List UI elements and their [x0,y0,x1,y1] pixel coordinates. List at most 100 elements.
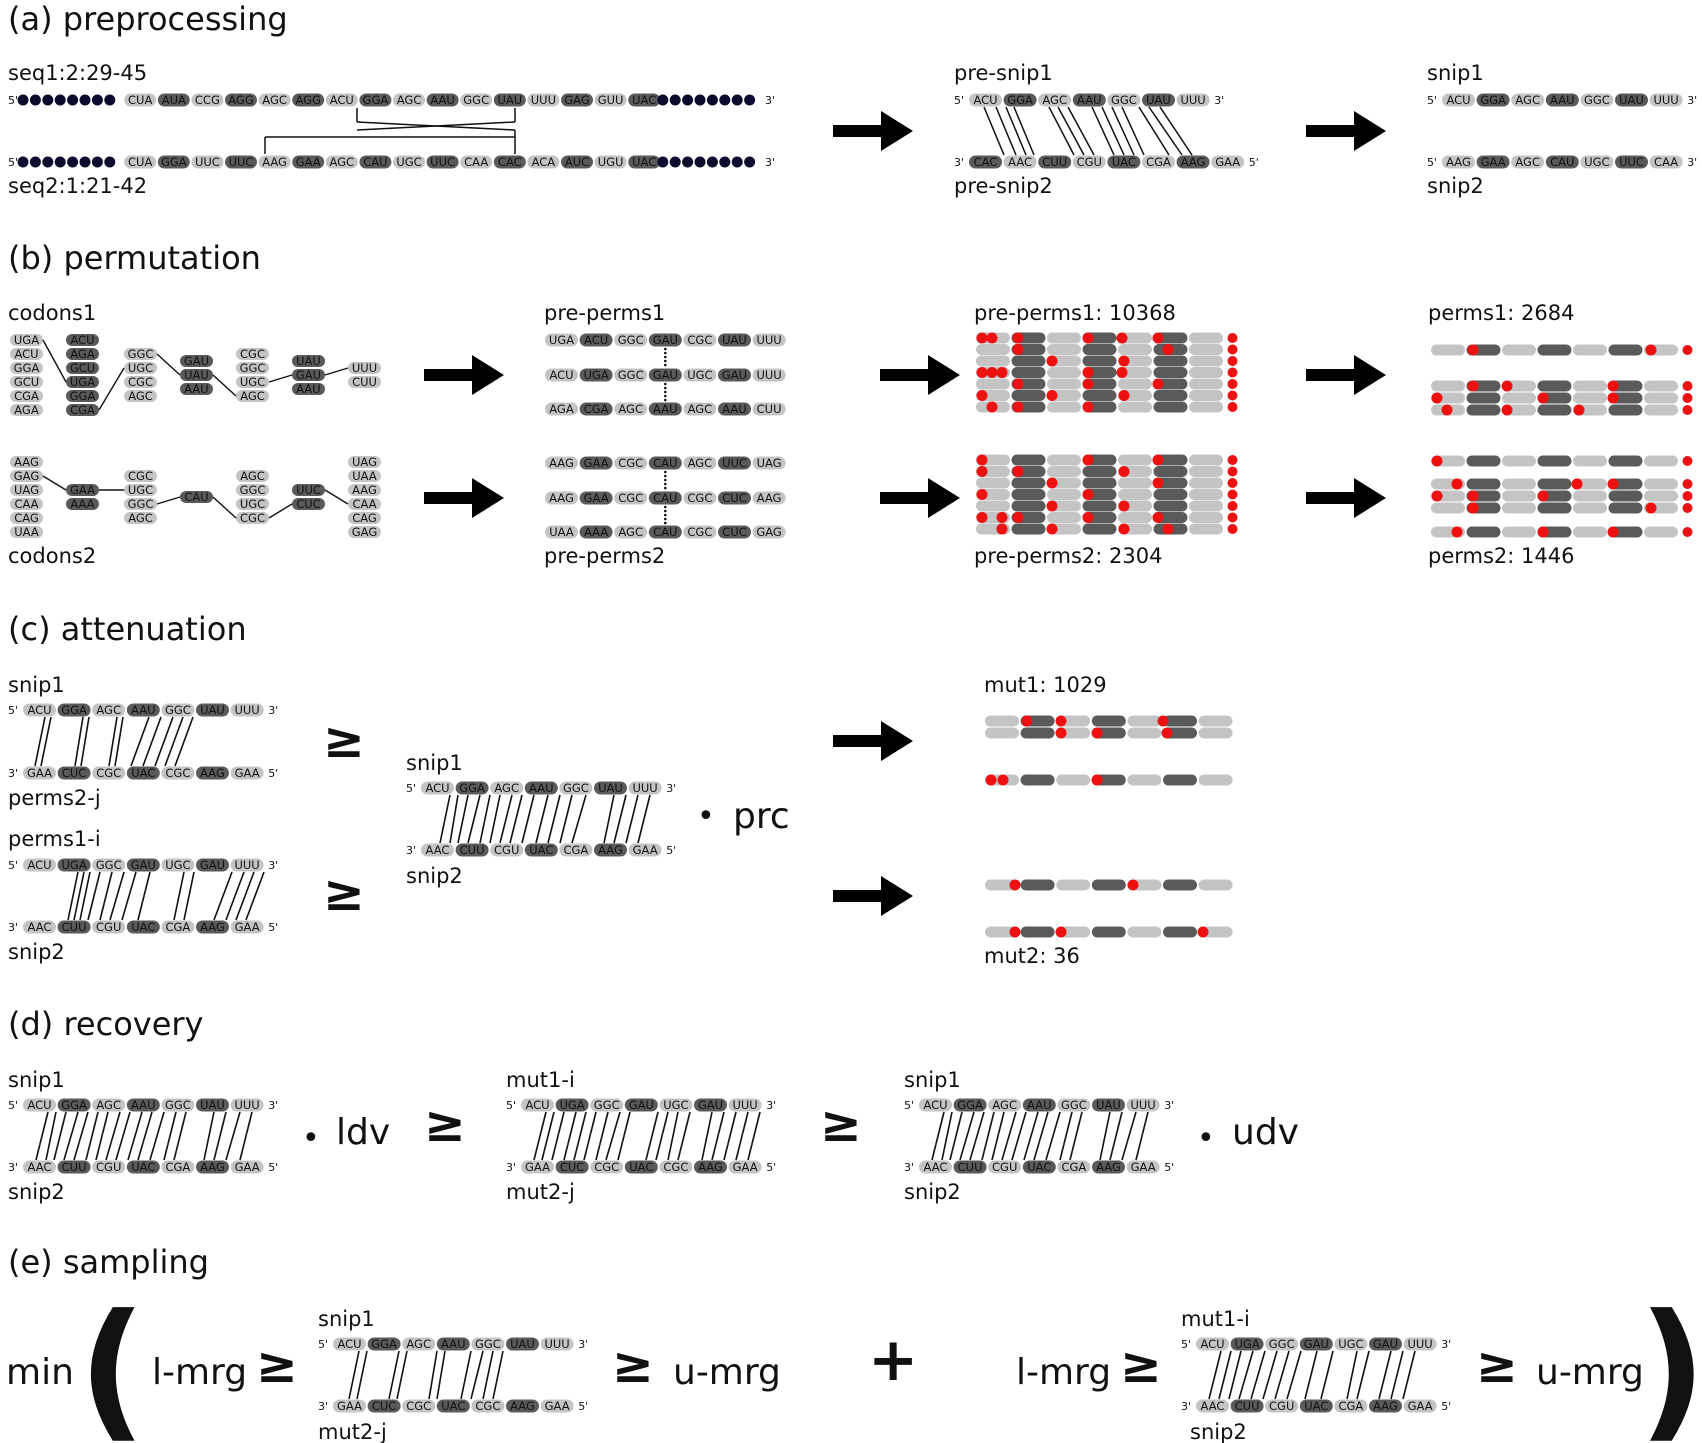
rec-mid-duplex-pair-line [701,1111,713,1161]
rec-right-duplex-bottom-codon-pill [988,1160,1022,1174]
att-ref-duplex-pair-line [559,794,573,844]
mut2-row-segment [1020,879,1055,891]
codons1-label: codons1 [8,301,97,325]
samp-right-duplex-top-codon-pill [1265,1337,1299,1351]
perms2-block-segment [1502,478,1536,490]
samp-right-duplex-top-codon-text: UGC [1338,1337,1363,1351]
perms1-block-count-dot [1682,345,1693,355]
att-ref-duplex-bottom-codon-pill [524,843,558,857]
pre-perms1-block-count-dot [1227,356,1238,366]
arrow-pre-2 [1306,111,1386,151]
att-perms1-i-label: perms1-i [8,827,101,851]
samp-right-duplex-top-codon-pill [1334,1337,1368,1351]
att-perms1-snip2-bottom-codon-text: AAC [28,920,52,934]
rec-right-duplex-top-end-label: 3' [1164,1099,1174,1112]
perms2-block-segment [1573,455,1607,467]
arrow-perm-4 [880,478,960,518]
att-ref-duplex-top-codon-pill [594,781,627,795]
section-title-permutation: (b) permutation [8,239,261,277]
pre-perms1-block-segment [1047,367,1081,378]
pre-perms1-block-segment [1118,401,1152,413]
att-snip1-perms2-bottom-codon-pill [161,766,195,780]
mut1-row-mutation-dot [1091,727,1103,739]
rec-left-duplex-pair-line [137,1111,153,1161]
pre-perms1-block-segment [976,355,1010,367]
pre-perms1-codon-text: AGA [549,402,574,416]
pre-perms1-codon-text: UGA [583,368,608,382]
codons2-col-text: AGC [128,511,153,525]
pre-snip-pair-line [1048,106,1075,156]
att-perms1-snip2-bottom-codon-pill [161,920,195,934]
codons2-col-pill [236,484,269,496]
rec-mid-duplex-bottom-end-label: 3' [506,1161,516,1174]
rec-left-duplex-pair-line [163,1111,177,1161]
rec-right-duplex-pair-line [1109,1111,1123,1161]
samp-left-duplex-pair-line [482,1350,494,1400]
pre-perms2-block-segment [1189,500,1223,512]
snip1-codon-pill [1511,93,1545,107]
samp-left-duplex-pair-line [348,1350,360,1400]
rec-snip2b-label: snip2 [904,1180,961,1204]
samp-right-duplex-top-codon-text: GGC [1269,1337,1295,1351]
arrow-perm-5 [1306,355,1386,395]
perms1-block-mutation-dot [1501,380,1513,392]
pre-perms1-codon-pill [648,402,682,416]
att-snip1-perms2-pair-line [80,716,90,767]
rec-right-duplex-bottom-codon-text: CUU [958,1160,983,1174]
codons2-col-pill [236,512,269,524]
att-snip1-perms2-bottom-end-label: 3' [8,767,18,780]
att-ref-duplex-pair-line [439,794,451,844]
seq1-codon-pill [561,93,593,107]
rec-mid-duplex-bottom-codon-pill [521,1160,554,1174]
rec-right-duplex-top-codon-text: GGA [957,1098,983,1112]
codons1-col-pill [124,376,157,388]
att-snip1-perms2-bottom-codon-pill [126,766,160,780]
att-perms1-snip2-pair-line [79,871,91,921]
pre-perms1-block-segment [1153,401,1188,413]
att-snip1-perms2-pair-line [154,716,174,767]
rec-right-duplex-bottom-codon-text: AAG [1096,1160,1121,1174]
rec-mid-duplex-bottom-codon-text: UAC [629,1160,653,1174]
pre-perms1-block-segment [1189,401,1223,413]
rec-left-duplex-bottom-codon-pill [92,1160,126,1174]
pre-perms1-block-segment [1153,390,1188,401]
pre-perms1-codon-text: GAU [653,368,678,382]
pre-perms2-codon-text: AAG [549,491,574,505]
samp-right-duplex-top-codon-text: GAU [1304,1337,1329,1351]
samp-right-duplex-bottom-codon-pill [1196,1399,1229,1413]
att-ref-duplex-pair-line [603,794,615,844]
pre-perms2-block-mutation-dot [1082,489,1094,500]
codons2-col-text: GGC [240,483,266,497]
att-snip1-perms2-top-codon-pill [23,703,56,717]
rec-mid-duplex-bottom-codon-pill [624,1160,658,1174]
rec-right-duplex-bottom-end-label: 5' [1164,1161,1174,1174]
rec-left-duplex-top-codon-text: ACU [27,1098,51,1112]
codons1-col-pill [236,362,269,374]
seq2-codon-text: UGC [396,155,421,169]
rec-mid-duplex-pair-line [617,1111,631,1161]
pre-perms2-codon-text: CGC [618,456,643,470]
seq2-codon-pill [191,155,224,169]
pre-perms2-codon-text: AAG [549,456,574,470]
rec-left-duplex-bottom-codon-pill [161,1160,195,1174]
pre-perms1-codon-text: UGA [549,333,574,347]
samp-left-duplex-bottom-codon-text: UAC [441,1399,465,1413]
snip1-codon-pill [1615,93,1648,107]
rec-right-duplex-bottom-codon-pill [1092,1160,1125,1174]
rec-right-duplex-top-codon-text: UAU [1096,1098,1121,1112]
pre-snip1-end-label: 5' [954,94,964,107]
pre-perms1-block-mutation-dot [986,367,998,378]
pre-perms2-ellipsis-dot [664,505,667,509]
pre-perms1-block-mutation-dot [1046,390,1058,401]
perms2-block-segment [1466,455,1501,467]
perms2-block-mutation-dot [1607,526,1619,538]
seq2-codon-pill [426,155,459,169]
pre-perms1-ellipsis-dot [664,398,667,402]
samp-right-duplex-pair-line [1238,1350,1254,1400]
att-ref-duplex-top-codon-text: UUU [632,781,657,795]
att-perms1-snip2-pair-line [87,871,101,921]
perms2-block-mutation-dot [1451,478,1463,490]
codons2-col-pill [124,498,157,510]
pre-perms2-codon-pill [648,491,682,505]
perms2-block-segment [1431,502,1465,514]
